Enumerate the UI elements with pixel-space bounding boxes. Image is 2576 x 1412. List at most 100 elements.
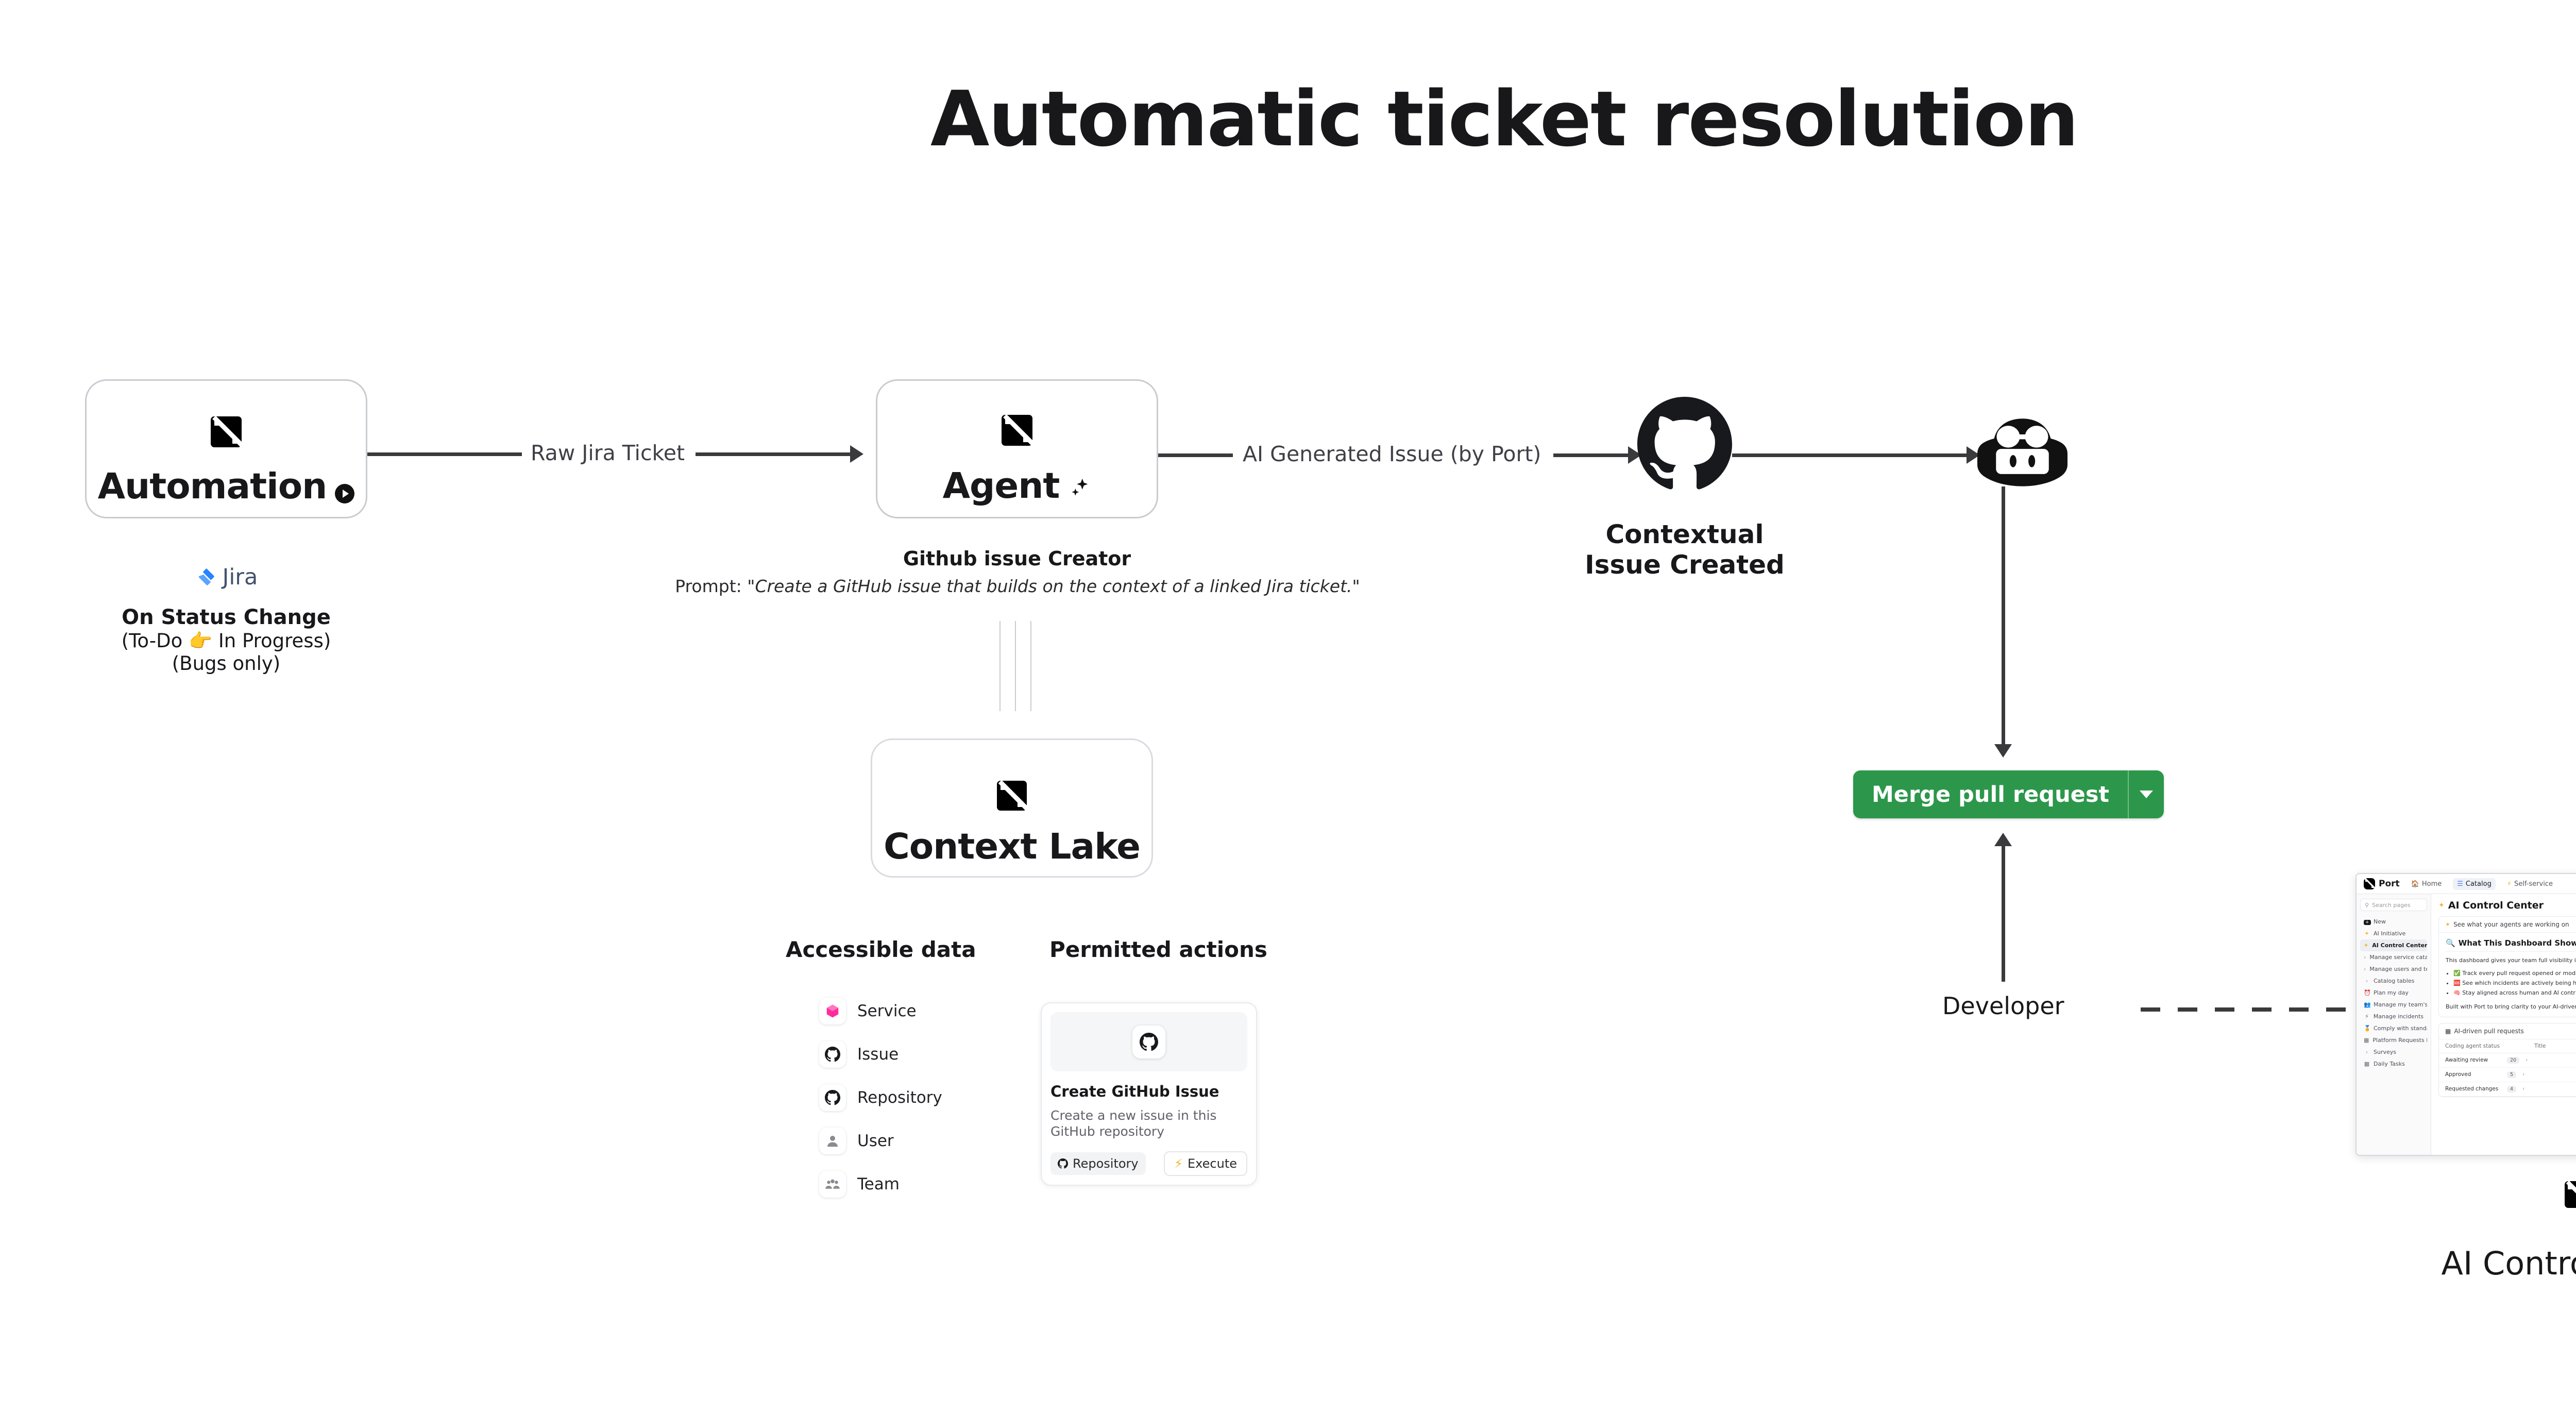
dashboard-section-outro: Built with Port to bring clarity to your…	[2446, 1003, 2576, 1010]
arrow-head-to-merge	[1994, 744, 2012, 758]
dashboard-nav-self-service[interactable]: ⚡ Self-service	[2506, 880, 2553, 888]
developer-dashed-connector	[2141, 1007, 2347, 1012]
merge-pull-request-button[interactable]: Merge pull request	[1853, 770, 2164, 818]
sidebar-item-label: New	[2374, 918, 2386, 925]
sidebar-item-label: Manage users and teams	[2369, 966, 2427, 972]
sidebar-search-input[interactable]: ⚲ Search pages	[2360, 899, 2427, 911]
accessible-data-item: Repository	[819, 1076, 942, 1119]
home-icon: 🏠	[2411, 880, 2419, 888]
execute-button-label: Execute	[1188, 1156, 1237, 1171]
sidebar-item-daily-tasks[interactable]: ▦ Daily Tasks	[2360, 1058, 2427, 1070]
accessible-data-item: Service	[819, 989, 942, 1033]
automation-node[interactable]: Automation	[85, 379, 367, 518]
search-icon: ⚲	[2365, 901, 2369, 909]
search-icon: 🔍	[2446, 938, 2455, 948]
chevron-right-icon[interactable]: ›	[2525, 1057, 2528, 1064]
table-row[interactable]: Awaiting review 20 ›	[2439, 1053, 2576, 1068]
sidebar-item-label: Plan my day	[2374, 989, 2409, 996]
dashboard-nav-home[interactable]: 🏠 Home	[2411, 880, 2442, 888]
chevron-right-icon: ›	[2364, 966, 2366, 972]
chevron-right-icon[interactable]: ›	[2522, 1086, 2525, 1092]
sidebar-item-new[interactable]: +New	[2360, 916, 2427, 928]
merge-button-divider	[2128, 770, 2129, 818]
edge-agent-to-github-right	[1553, 453, 1628, 457]
team-icon	[825, 1179, 840, 1189]
port-logo-icon	[2565, 1180, 2576, 1210]
medal-icon: 🏅	[2364, 1025, 2371, 1032]
plus-square-icon: +	[2364, 918, 2371, 925]
sidebar-item-manage-service-catalog[interactable]: ›Manage service catalog	[2360, 951, 2427, 963]
github-copilot-icon	[1977, 418, 2067, 486]
dashboard-banner: ✦ See what your agents are working on	[2439, 917, 2576, 933]
row-count: 5	[2507, 1071, 2517, 1078]
edge-automation-to-agent-left	[367, 452, 522, 456]
row-status: Awaiting review	[2445, 1057, 2488, 1064]
accessible-data-heading: Accessible data	[786, 937, 976, 962]
accessible-data-label: Team	[857, 1175, 900, 1194]
accessible-data-label: Service	[857, 1002, 917, 1020]
github-icon	[819, 1084, 846, 1111]
github-caption-line2: Issue Created	[1585, 550, 1785, 580]
col-title: Title	[2534, 1043, 2546, 1049]
catalog-icon: ☰	[2457, 880, 2463, 888]
table-icon: ▦	[2445, 1027, 2451, 1035]
arrow-head-to-agent	[850, 445, 863, 463]
trigger-detail: (To-Do 👉 In Progress)	[121, 630, 331, 652]
sidebar-item-list: +New✦AI Initiative✦AI Control Center›Man…	[2360, 916, 2427, 1070]
dashboard-bullet: 🆘 See which incidents are actively being…	[2453, 978, 2576, 988]
table-row[interactable]: Requested changes 4 ›	[2439, 1082, 2576, 1097]
user-icon	[819, 1128, 846, 1154]
agent-prompt-text: "Create a GitHub issue that builds on th…	[747, 576, 1360, 596]
team-icon	[819, 1171, 846, 1198]
dashboard-page-title: ✦ AI Control Center	[2438, 900, 2544, 911]
execute-button[interactable]: ⚡ Execute	[1164, 1151, 1247, 1176]
github-icon	[1132, 1025, 1165, 1058]
sidebar-item-surveys[interactable]: ›Surveys	[2360, 1046, 2427, 1058]
sidebar-item-manage-users-and-teams[interactable]: ›Manage users and teams	[2360, 963, 2427, 975]
sparkle-icon: ✦	[2445, 921, 2451, 928]
sidebar-item-plan-my-day[interactable]: ⏰Plan my day	[2360, 987, 2427, 999]
sidebar-item-platform-requests-da[interactable]: ▦Platform Requests Da...	[2360, 1034, 2427, 1046]
accessible-data-item: Team	[819, 1163, 942, 1206]
jira-label: Jira	[222, 564, 258, 590]
row-count: 4	[2507, 1085, 2517, 1092]
edge-label-raw-jira-ticket: Raw Jira Ticket	[531, 441, 685, 465]
accessible-data-label: Repository	[857, 1088, 942, 1107]
edge-automation-to-agent-right	[696, 452, 850, 456]
trigger-title: On Status Change	[122, 606, 331, 629]
sidebar-item-ai-control-center[interactable]: ✦AI Control Center	[2360, 939, 2427, 951]
sidebar-item-manage-my-team-s-w[interactable]: 👥Manage my team's w...	[2360, 999, 2427, 1011]
dashboard-icon: ▦	[2364, 1061, 2370, 1067]
agent-name: Github issue Creator	[903, 547, 1131, 570]
agent-node[interactable]: Agent	[876, 379, 1158, 518]
chevron-right-icon: ›	[2365, 978, 2368, 984]
chevron-down-icon[interactable]	[2129, 770, 2164, 818]
sidebar-item-comply-with-standar[interactable]: 🏅Comply with standar...	[2360, 1022, 2427, 1034]
row-count: 20	[2507, 1056, 2520, 1064]
ai-control-center-screenshot[interactable]: Port 🏠 Home ☰ Catalog ⚡ Self-service ⚲ S…	[2355, 873, 2576, 1156]
action-card-tag: Repository	[1050, 1152, 1146, 1175]
calendar-icon: ⏰	[2364, 989, 2371, 996]
permitted-action-card[interactable]: Create GitHub Issue Create a new issue i…	[1041, 1002, 1257, 1186]
edge-label-developer: Developer	[1942, 992, 2064, 1020]
github-icon	[825, 1047, 840, 1062]
user-icon	[827, 1136, 838, 1147]
action-card-description: Create a new issue in this GitHub reposi…	[1050, 1108, 1217, 1139]
edge-agent-to-github-left	[1158, 453, 1233, 457]
dashboard-section-intro: This dashboard gives your team full visi…	[2446, 957, 2576, 964]
dashboard-bullet-list: ✅ Track every pull request opened or mod…	[2453, 968, 2576, 998]
sidebar-item-manage-incidents[interactable]: ⚡Manage incidents	[2360, 1011, 2427, 1022]
port-brand-label: Port	[2379, 879, 2400, 889]
chevron-right-icon[interactable]: ›	[2522, 1071, 2525, 1078]
sidebar-item-catalog-tables[interactable]: ›Catalog tables	[2360, 975, 2427, 987]
row-status: Requested changes	[2445, 1086, 2499, 1092]
accessible-data-item: User	[819, 1119, 942, 1163]
dashboard-nav-catalog[interactable]: ☰ Catalog	[2453, 878, 2496, 890]
sidebar-item-ai-initiative[interactable]: ✦AI Initiative	[2360, 928, 2427, 939]
cube-icon	[826, 1004, 839, 1018]
sidebar-item-label: Daily Tasks	[2374, 1061, 2405, 1067]
github-icon	[825, 1090, 840, 1105]
context-lake-node[interactable]: Context Lake	[871, 738, 1153, 878]
agent-prompt-prefix: Prompt:	[675, 576, 748, 596]
